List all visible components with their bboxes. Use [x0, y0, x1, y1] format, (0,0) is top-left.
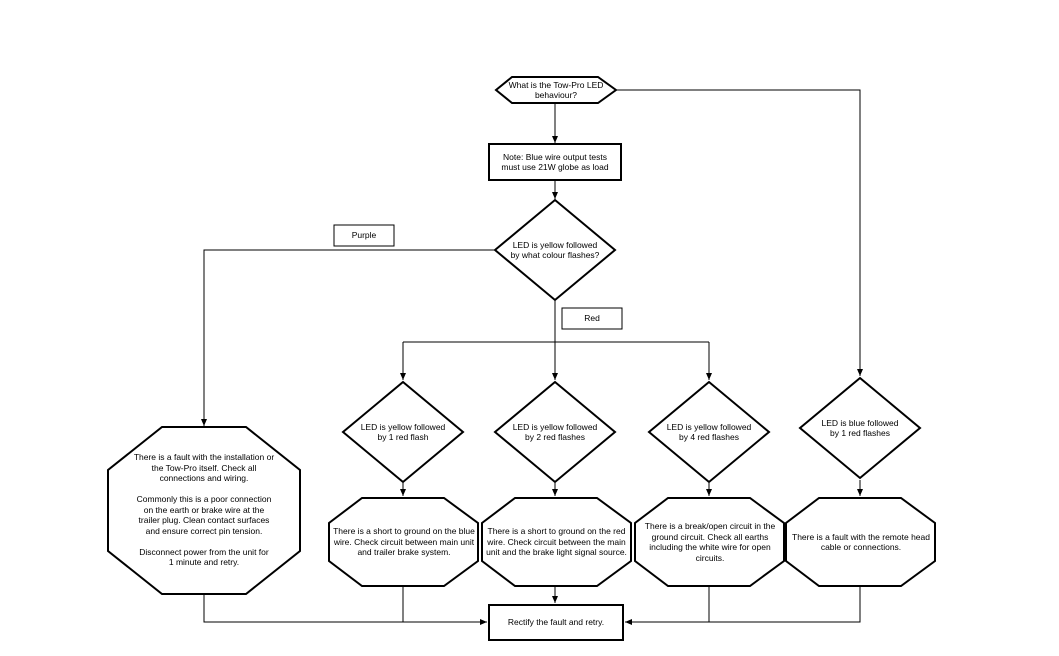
result-blue-node [785, 497, 936, 587]
decision-blue-node [798, 376, 922, 480]
result-1-red-node [328, 497, 479, 587]
result-4-red-text: There is a break/open circuit in the gro… [644, 521, 776, 563]
connector-decision-to-purple [201, 249, 496, 426]
start-text: What is the Tow-Pro LED behaviour? [508, 79, 604, 101]
decision-1-red-text: LED is yellow followed by 1 red flash [360, 421, 446, 443]
label-red-text: Red [584, 313, 600, 324]
result-2-red-node [481, 497, 632, 587]
decision-main-text: LED is yellow followed by what colour fl… [510, 239, 600, 261]
end-node [488, 604, 624, 641]
connector-start-to-blue-decision [617, 89, 863, 376]
result-4-red-node [634, 497, 785, 587]
start-node [494, 76, 618, 104]
result-1-red-text: There is a short to ground on the blue w… [333, 526, 475, 558]
decision-blue-text: LED is blue followed by 1 red flashes [821, 417, 899, 439]
connector-4-red-to-end [625, 586, 710, 625]
decision-1-red-node [341, 380, 465, 484]
purple-result-text: There is a fault with the installation o… [133, 452, 275, 568]
decision-2-red-node [493, 380, 617, 484]
decision-4-red-text: LED is yellow followed by 4 red flashes [666, 421, 752, 443]
result-blue-text: There is a fault with the remote head ca… [792, 531, 930, 553]
note-text: Note: Blue wire output tests must use 21… [501, 151, 609, 173]
label-red-box [561, 307, 623, 330]
label-purple-text: Purple [351, 230, 377, 241]
label-purple-box [333, 224, 395, 247]
connector-purple-to-end [203, 594, 487, 625]
connector-blue-to-end [709, 586, 861, 623]
note-node [488, 143, 622, 181]
result-2-red-text: There is a short to ground on the red wi… [486, 526, 627, 558]
decision-main-node [493, 198, 617, 302]
decision-2-red-text: LED is yellow followed by 2 red flashes [512, 421, 598, 443]
end-text: Rectify the fault and retry. [507, 617, 605, 628]
purple-result-node [107, 426, 301, 595]
decision-4-red-node [647, 380, 771, 484]
